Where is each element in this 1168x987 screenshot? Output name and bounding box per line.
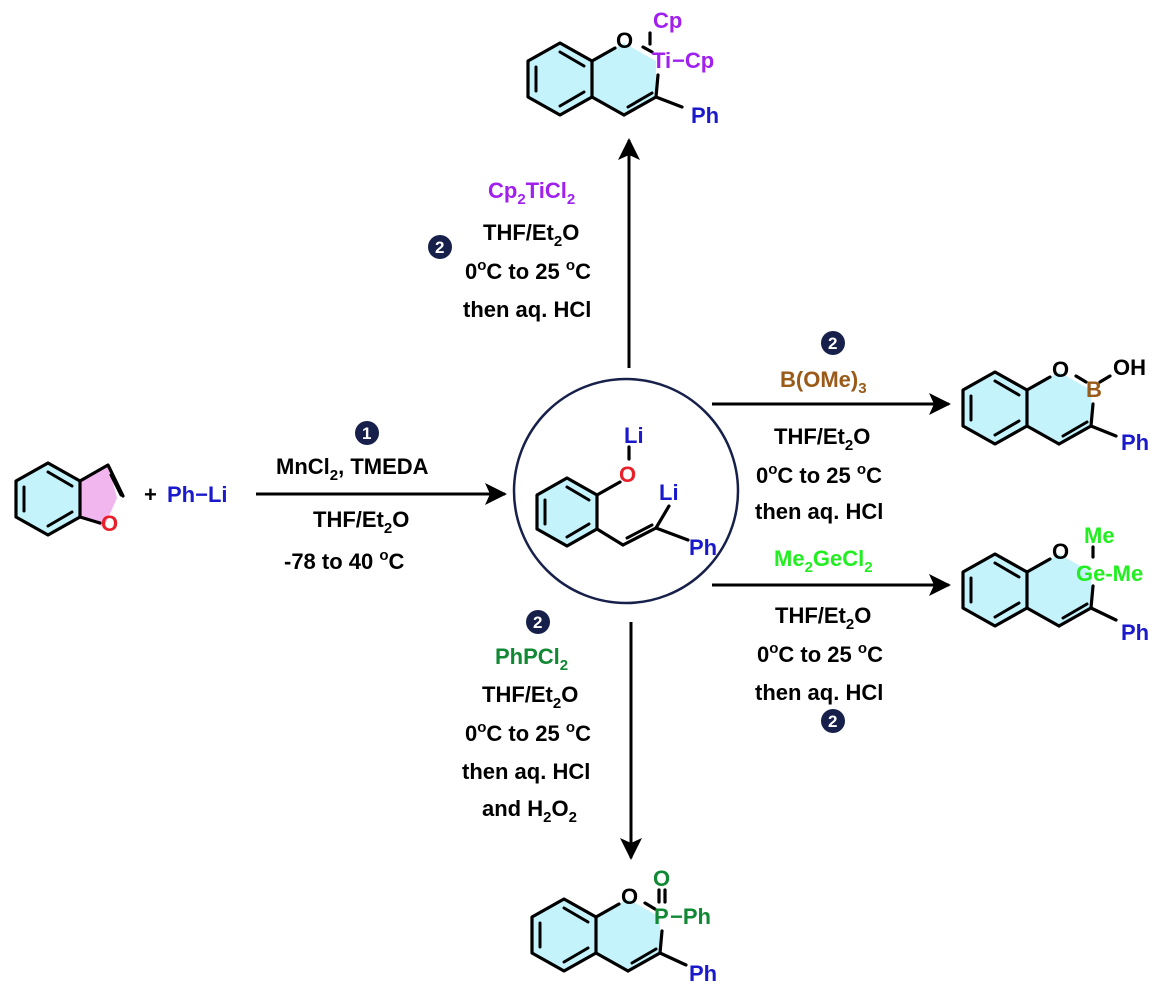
ti-reagent: Cp2TiCl2 [488, 178, 575, 208]
germanium-product-me-top: Me [1084, 523, 1115, 548]
boron-badge: 2 [821, 331, 845, 355]
phenyllithium-label: Ph−Li [167, 482, 228, 507]
boron-temperature: 0oC to 25 oC [756, 461, 882, 488]
step1-temperature: -78 to 40 oC [284, 547, 405, 574]
boron-solvent: THF/Et2O [774, 424, 870, 454]
oxaborinine-product: O B OH Ph [961, 355, 1149, 455]
svg-text:2: 2 [435, 238, 444, 257]
boron-workup: then aq. HCl [755, 499, 883, 524]
germanium-reagent: Me2GeCl2 [774, 546, 873, 576]
germanium-solvent: THF/Et2O [775, 603, 871, 633]
titanacycle-product: O Cp Ti −Cp Ph [526, 8, 719, 128]
phosphorus-temperature: 0oC to 25 oC [465, 719, 591, 746]
ti-product-oxygen: O [616, 28, 633, 53]
phosphorus-product-phenyl: Ph [689, 961, 717, 986]
furan-ring-fill [80, 465, 117, 527]
germanium-workup: then aq. HCl [755, 680, 883, 705]
phosphorus-product-ring-oxygen: O [621, 884, 638, 909]
intermediate-oxygen: O [619, 462, 636, 487]
ti-product-cp-right: −Cp [672, 48, 714, 73]
boron-product-b: B [1086, 377, 1102, 402]
svg-text:2: 2 [828, 334, 837, 353]
phosphorus-workup: then aq. HCl [462, 759, 590, 784]
ti-solvent: THF/Et2O [483, 220, 579, 250]
intermediate-li-oxygen: Li [624, 423, 644, 448]
step1-badge: 1 [355, 421, 379, 445]
ti-temperature: 0oC to 25 oC [465, 257, 591, 284]
plus-sign: + [144, 482, 157, 507]
phosphorus-product-ph-on-p: −Ph [670, 904, 711, 929]
step1-solvent: THF/Et2O [313, 507, 409, 537]
ti-product-phenyl: Ph [691, 103, 719, 128]
step1-reagent: MnCl2, TMEDA [276, 454, 429, 484]
boron-product-phenyl: Ph [1121, 430, 1149, 455]
phosphorus-reagent: PhPCl2 [495, 644, 568, 674]
intermediate-circle [512, 377, 740, 605]
svg-text:1: 1 [362, 424, 371, 443]
dilithio-intermediate: O Li Li Ph [535, 423, 717, 560]
benzofuran-molecule: O [14, 461, 125, 537]
svg-text:2: 2 [828, 712, 837, 731]
oxaphosphinine-product: O O P −Ph Ph [530, 866, 717, 986]
phosphorus-badge: 2 [526, 610, 550, 634]
phosphorus-product-oxide: O [653, 866, 670, 891]
germanium-product-oxygen: O [1052, 539, 1069, 564]
germanium-badge: 2 [821, 709, 845, 733]
svg-text:2: 2 [533, 613, 542, 632]
germanium-temperature: 0oC to 25 oC [757, 640, 883, 667]
boron-product-oh: OH [1113, 355, 1146, 380]
boron-product-oxygen: O [1052, 357, 1069, 382]
furan-oxygen-label: O [101, 511, 118, 536]
ti-workup: then aq. HCl [463, 297, 591, 322]
intermediate-li-vinyl: Li [659, 480, 679, 505]
ti-badge: 2 [428, 235, 452, 259]
boron-reagent: B(OMe)3 [780, 367, 867, 397]
germanium-product-ge: Ge-Me [1076, 561, 1143, 586]
ti-product-ti: Ti [652, 48, 671, 73]
phosphorus-solvent: THF/Et2O [482, 682, 578, 712]
intermediate-phenyl: Ph [689, 535, 717, 560]
phosphorus-peroxide: and H2O2 [482, 796, 577, 826]
germanium-product-phenyl: Ph [1121, 620, 1149, 645]
ti-product-cp-top: Cp [653, 8, 682, 33]
oxagermine-product: O Me Ge-Me Ph [961, 523, 1149, 645]
phosphorus-product-p: P [654, 904, 669, 929]
